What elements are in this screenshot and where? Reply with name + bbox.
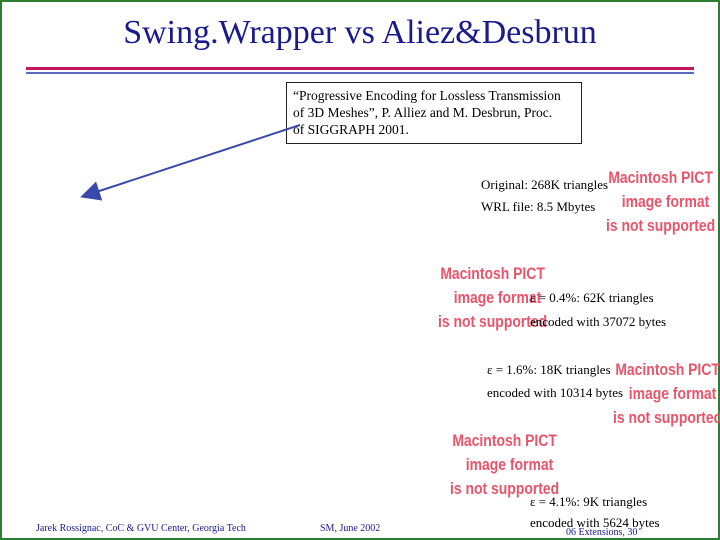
pict-placeholder-e16: Macintosh PICT image format is not suppo… <box>613 360 720 427</box>
pict-placeholder-original: Macintosh PICT image format is not suppo… <box>606 168 716 235</box>
reference-box: “Progressive Encoding for Lossless Trans… <box>286 82 582 144</box>
title-underline-blue <box>26 72 694 74</box>
e04-triangles: ε = 0.4%: 62K triangles <box>530 290 654 305</box>
e41-encoded-size: encoded with 5624 bytes <box>530 515 660 530</box>
e16-triangles: ε = 1.6%: 18K triangles <box>487 362 611 377</box>
original-file-size: WRL file: 8.5 Mbytes <box>481 199 596 214</box>
pict-placeholder-e04: Macintosh PICT image format is not suppo… <box>438 264 548 331</box>
reference-line-2: of 3D Meshes”, P. Alliez and M. Desbrun,… <box>293 105 553 120</box>
original-triangles: Original: 268K triangles <box>481 177 609 192</box>
reference-line-1: “Progressive Encoding for Lossless Trans… <box>293 88 561 103</box>
pict-placeholder-e41: Macintosh PICT image format is not suppo… <box>450 431 560 498</box>
slide-title: Swing.Wrapper vs Aliez&Desbrun <box>123 14 597 51</box>
title-underline-red <box>26 67 694 70</box>
footer-page-number: 06 Extensions, 30 <box>566 527 638 538</box>
footer-author: Jarek Rossignac, CoC & GVU Center, Georg… <box>36 523 246 534</box>
footer-date: SM, June 2002 <box>320 523 381 534</box>
e41-triangles: ε = 4.1%: 9K triangles <box>530 494 648 509</box>
e16-encoded-size: encoded with 10314 bytes <box>487 385 624 400</box>
reference-line-3: of SIGGRAPH 2001. <box>293 122 409 137</box>
e04-encoded-size: encoded with 37072 bytes <box>530 314 667 329</box>
